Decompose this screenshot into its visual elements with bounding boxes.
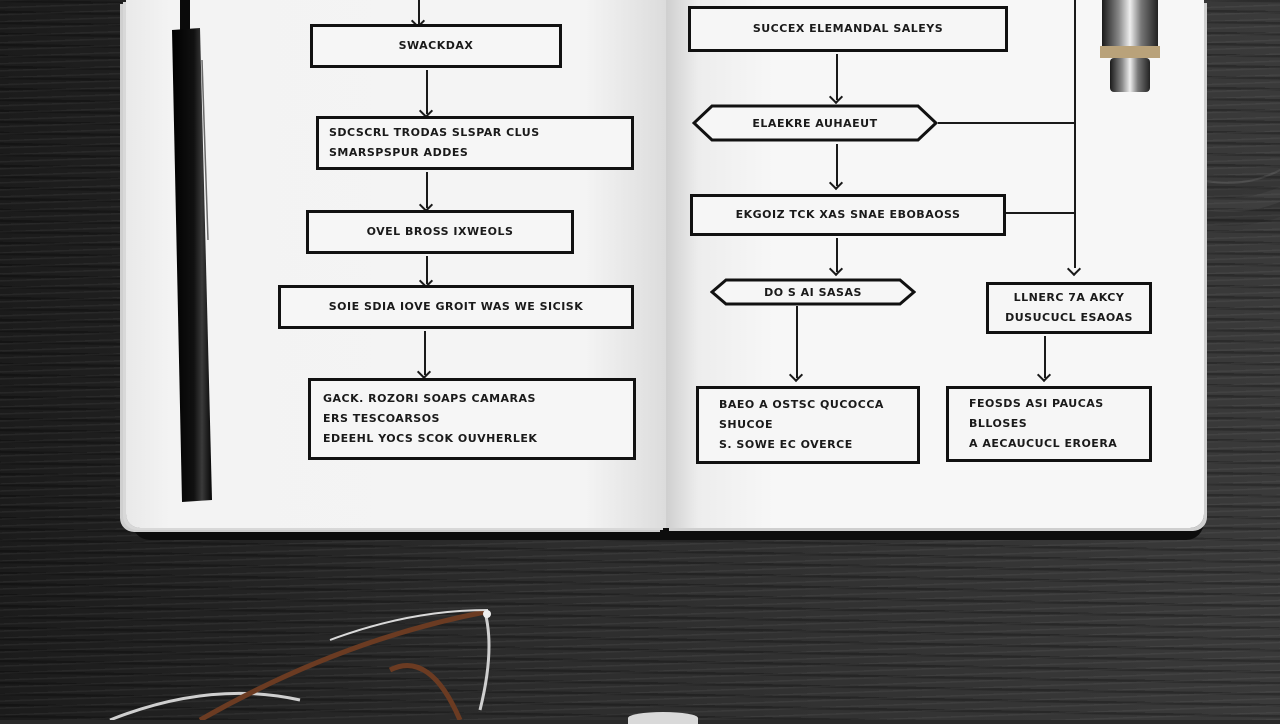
eyeglasses-icon <box>109 609 491 720</box>
connector-line <box>1006 212 1074 214</box>
arrow-down-icon <box>836 144 838 186</box>
box-text: DUSUCUCL ESAOAS <box>1005 311 1133 324</box>
silver-pen-cap-icon <box>1100 0 1160 92</box>
box-text: SDCSCRL TRODAS SLSPAR CLUS <box>329 126 540 139</box>
flowchart-box: LLNERC 7A AKCY DUSUCUCL ESAOAS <box>986 282 1152 334</box>
box-text: LLNERC 7A AKCY <box>1013 291 1125 304</box>
arrow-down-icon <box>426 172 428 208</box>
arrow-down-icon <box>418 0 420 24</box>
box-text: BLLOSES <box>969 417 1028 430</box>
arrow-down-icon <box>796 306 798 378</box>
box-text: S. SOWE EC OVERCE <box>719 438 853 451</box>
box-text: BAEO A OSTSC QUCOCCA <box>719 398 884 411</box>
box-text: SWACKDAX <box>398 39 474 52</box>
box-text: GACK. ROZORI SOAPS CAMARAS <box>323 392 536 405</box>
flowchart-box: SWACKDAX <box>310 24 562 68</box>
flowchart-box: SOIE SDIA IOVE GROIT WAS WE SICISK <box>278 285 634 329</box>
box-text: FEOSDS ASI PAUCAS <box>969 397 1104 410</box>
box-text: SHUCOE <box>719 418 773 431</box>
box-text: SUCCEX ELEMANDAL SALEYS <box>752 22 944 35</box>
flowchart-box: SUCCEX ELEMANDAL SALEYS <box>688 6 1008 52</box>
hexagon-shape <box>692 104 938 142</box>
arrow-down-icon <box>426 256 428 284</box>
decision-text: ELAEKRE AUHAEUT <box>752 116 878 130</box>
black-pen-icon <box>172 0 212 502</box>
box-text: ERS TESCOARSOS <box>323 412 440 425</box>
arrow-down-icon <box>1044 336 1046 378</box>
arrow-down-icon <box>1074 0 1076 272</box>
decision-text: DO S AI SASAS <box>764 285 862 299</box>
flowchart-box: FEOSDS ASI PAUCAS BLLOSES A AECAUCUCL ER… <box>946 386 1152 462</box>
flowchart-box: SDCSCRL TRODAS SLSPAR CLUS SMARSPSPUR AD… <box>316 116 634 170</box>
left-page: SWACKDAX SDCSCRL TRODAS SLSPAR CLUS SMAR… <box>126 0 666 528</box>
arrow-down-icon <box>424 331 426 375</box>
cup-rim <box>628 712 698 724</box>
arrow-down-icon <box>836 238 838 272</box>
flowchart-box: OVEL BROSS IXWEOLS <box>306 210 574 254</box>
flowchart-box: BAEO A OSTSC QUCOCCA SHUCOE S. SOWE EC O… <box>696 386 920 464</box>
flowchart-decision: ELAEKRE AUHAEUT <box>692 104 938 142</box>
connector-line <box>938 122 1074 124</box>
box-text: EKGOIZ TCK XAS SNAE EBOBAOSS <box>735 208 961 221</box>
hexagon-shape <box>710 278 916 306</box>
flowchart-box: GACK. ROZORI SOAPS CAMARAS ERS TESCOARSO… <box>308 378 636 460</box>
flowchart-box: EKGOIZ TCK XAS SNAE EBOBAOSS <box>690 194 1006 236</box>
arrow-down-icon <box>426 70 428 114</box>
box-text: SOIE SDIA IOVE GROIT WAS WE SICISK <box>328 300 584 313</box>
box-text: EDEEHL YOCS SCOK OUVHERLEK <box>323 432 538 445</box>
right-page: SUCCEX ELEMANDAL SALEYS ELAEKRE AUHAEUT … <box>666 0 1204 528</box>
box-text: SMARSPSPUR ADDES <box>329 146 469 159</box>
box-text: OVEL BROSS IXWEOLS <box>366 225 514 238</box>
box-text: A AECAUCUCL EROERA <box>969 437 1118 450</box>
arrow-down-icon <box>836 54 838 100</box>
flowchart-decision: DO S AI SASAS <box>710 278 916 306</box>
